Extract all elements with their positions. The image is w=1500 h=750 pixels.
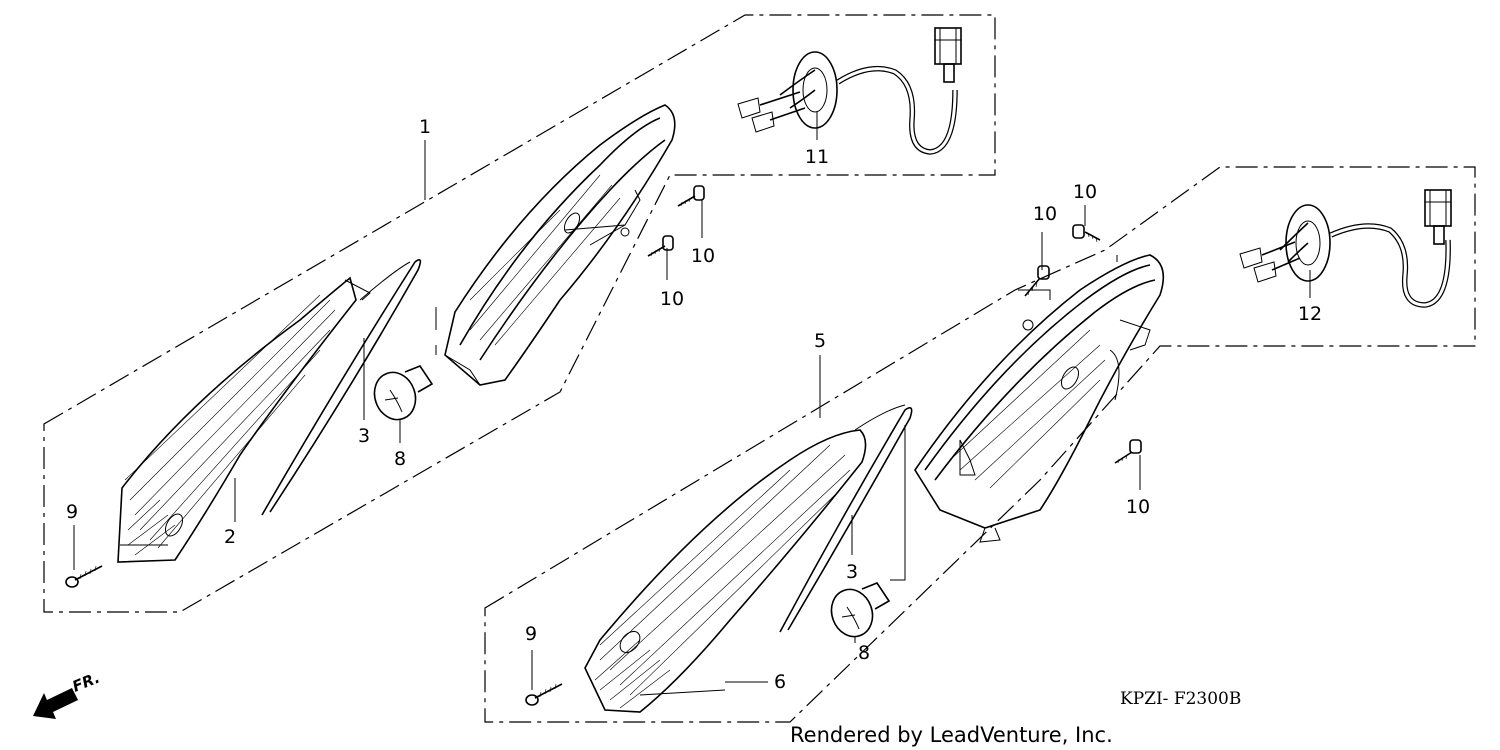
callout-labels: 1 2 3 8 9 10 10 11 5 10 10 10 12 3 8 9 6 — [66, 116, 1322, 693]
left-socket-harness[interactable] — [737, 27, 962, 155]
callout-10-a[interactable]: 10 — [691, 245, 715, 267]
callout-10-c[interactable]: 10 — [1033, 203, 1057, 225]
right-assembly-outline — [484, 166, 1476, 723]
left-lens[interactable] — [117, 276, 371, 563]
screw-9b[interactable] — [525, 683, 563, 706]
screw-10a[interactable] — [677, 185, 705, 207]
left-assembly-outline — [43, 14, 996, 613]
screw-10c[interactable] — [1024, 265, 1050, 297]
screw-9a[interactable] — [65, 565, 103, 588]
callout-12[interactable]: 12 — [1298, 303, 1322, 325]
callout-11[interactable]: 11 — [805, 146, 829, 168]
render-credit: Rendered by LeadVenture, Inc. — [790, 723, 1113, 747]
front-direction-indicator: FR. — [33, 669, 102, 719]
callout-1[interactable]: 1 — [419, 116, 431, 138]
left-bulb[interactable] — [368, 365, 434, 425]
right-bulb[interactable] — [825, 582, 891, 642]
right-turn-signal-assembly — [484, 166, 1476, 723]
right-seal-ring[interactable] — [779, 407, 913, 633]
left-turn-signal-assembly — [43, 14, 996, 613]
callout-10-d[interactable]: 10 — [1073, 181, 1097, 203]
front-arrow-icon — [33, 688, 78, 719]
left-housing[interactable] — [444, 104, 676, 386]
screw-10d[interactable] — [1072, 224, 1101, 243]
callout-3-left[interactable]: 3 — [358, 425, 370, 447]
screw-10e[interactable] — [1114, 439, 1142, 464]
left-seal-ring[interactable] — [261, 259, 422, 516]
callout-9-right[interactable]: 9 — [525, 623, 537, 645]
diagram-code: KPZI- F2300B — [1120, 689, 1241, 709]
callout-10-b[interactable]: 10 — [660, 288, 684, 310]
callout-2[interactable]: 2 — [224, 526, 236, 548]
right-socket-harness[interactable] — [1239, 189, 1452, 308]
leader-lines — [73, 112, 1311, 690]
callout-8-right[interactable]: 8 — [858, 642, 870, 664]
callout-3-right[interactable]: 3 — [846, 561, 858, 583]
callout-8-left[interactable]: 8 — [394, 448, 406, 470]
right-lens[interactable] — [584, 429, 867, 713]
front-direction-label: FR. — [70, 669, 103, 696]
right-housing[interactable] — [914, 254, 1165, 543]
callout-9-left[interactable]: 9 — [66, 501, 78, 523]
screw-10b[interactable] — [647, 235, 674, 257]
callout-6[interactable]: 6 — [774, 671, 786, 693]
callout-10-e[interactable]: 10 — [1126, 496, 1150, 518]
callout-5[interactable]: 5 — [814, 330, 826, 352]
